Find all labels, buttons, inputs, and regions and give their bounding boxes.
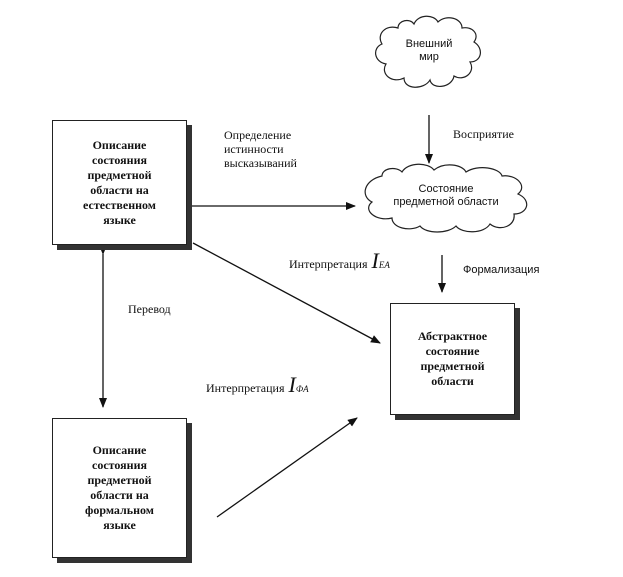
formalization-label: Формализация <box>463 264 540 276</box>
interpretation-ea-arrow <box>192 242 381 344</box>
interpretation-ea-symbol: I <box>371 248 379 273</box>
external-world-label: Внешний мир <box>405 38 453 63</box>
interpretation-ea-label: Интерпретация I EA <box>289 248 390 273</box>
domain-state-label: Состояние предметной области <box>393 183 499 208</box>
abstract-state-box-text: Абстрактное состояние предметной области <box>417 329 488 388</box>
external-world-cloud-icon <box>375 15 481 88</box>
abstract-state-box: Абстрактное состояние предметной области <box>390 303 515 415</box>
formal-language-box: Описание состояния предметной области на… <box>52 418 187 558</box>
natural-language-box-text: Описание состояния предметной области на… <box>83 137 156 227</box>
interpretation-ea-subscript: EA <box>378 260 390 270</box>
interpretation-fa-text: Интерпретация <box>206 381 285 395</box>
interpretation-ea-text: Интерпретация <box>289 257 368 271</box>
interpretation-fa-label: Интерпретация I ФA <box>206 372 309 397</box>
interpretation-fa-symbol: I <box>288 372 296 397</box>
natural-language-box: Описание состояния предметной области на… <box>52 120 187 245</box>
perception-label: Восприятие <box>453 127 514 141</box>
truth-definition-label: Определение истинности высказываний <box>224 128 297 170</box>
translation-label: Перевод <box>128 302 171 316</box>
domain-state-cloud-icon <box>364 163 528 233</box>
interpretation-fa-arrow <box>216 417 358 518</box>
formal-language-box-text: Описание состояния предметной области на… <box>85 443 154 532</box>
interpretation-fa-subscript: ФA <box>295 384 309 394</box>
